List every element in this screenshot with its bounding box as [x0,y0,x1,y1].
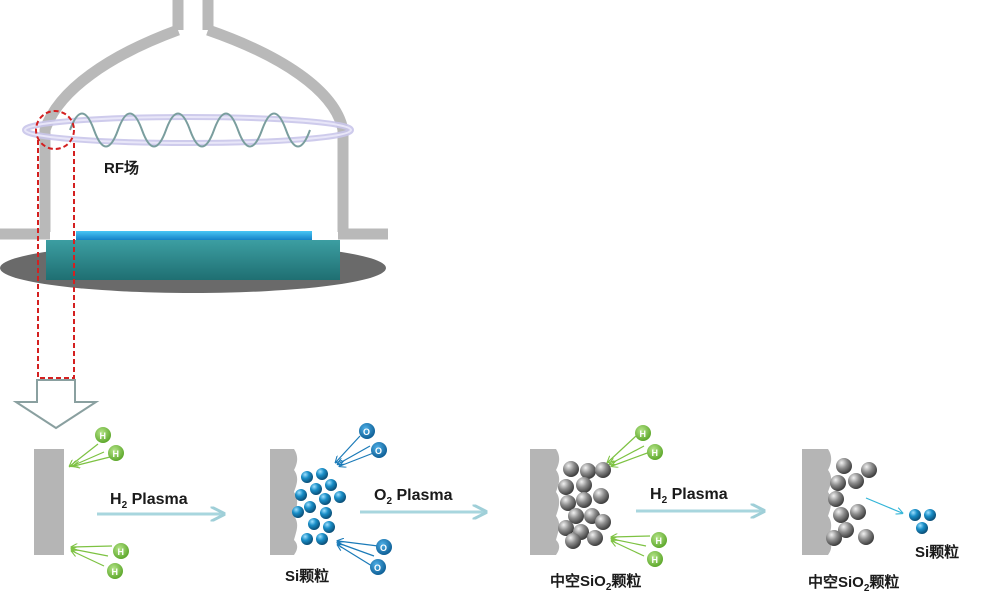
oxygen-atom [370,559,386,575]
sio2-particle-cluster [826,458,877,546]
gas-inlet-tube [172,0,214,30]
rf-wave [69,112,311,148]
hydrogen-atom-label: H [118,547,125,557]
substrate-1 [34,449,64,555]
oxygen-atom-label: O [380,543,387,553]
zoom-highlight [12,110,100,430]
hydrogen-atom [647,551,663,567]
hydrogen-atom [107,563,123,579]
oxygen-atom-label: O [375,446,382,456]
hydrogen-atom-label: H [652,555,659,565]
stage-1-bare-substrate: H H H H [34,427,129,579]
hydrogen-atom [113,543,129,559]
si-particle-cluster [292,468,346,545]
hydrogen-atom-label: H [640,429,647,439]
hydrogen-atom [647,444,663,460]
plasma-label-1: H2 Plasma [110,491,188,511]
zoom-circle [35,110,75,150]
released-si-particles [909,509,936,534]
si-particles-label-2: Si颗粒 [915,543,959,561]
stage-body [46,240,340,280]
hydrogen-atom-label: H [112,567,119,577]
substrate-3 [530,449,560,555]
hydrogen-atom-label: H [113,449,120,459]
stage-wafer [76,231,312,240]
plasma-label-2: O2 Plasma [374,487,453,507]
sio2-particle-cluster [558,461,611,549]
hydrogen-atom-label: H [100,431,107,441]
oxygen-atom-label: O [374,563,381,573]
substrate-2 [270,449,298,555]
hollow-sio2-label-2: 中空SiO2颗粒 [808,573,899,594]
hydrogen-atom-label: H [656,536,663,546]
release-arrow [865,497,902,513]
hollow-sio2-label-1: 中空SiO2颗粒 [550,572,641,593]
stage-3-hollow-sio2: H H H H [530,425,667,567]
hydrogen-atom [108,445,124,461]
zoom-guide-lines [37,140,75,379]
rf-field-label: RF场 [104,160,139,177]
oxygen-atom [371,442,387,458]
substrate-4 [802,449,832,555]
hydrogen-atom [651,532,667,548]
chamber-dome [39,24,349,232]
hydrogen-atom [635,425,651,441]
stage-4-result [802,449,936,555]
oxygen-atom-label: O [363,427,370,437]
si-particles-label-1: Si颗粒 [285,567,329,585]
rf-coil [22,112,354,148]
oxygen-atom [359,423,375,439]
substrate-stage [0,231,386,293]
hydrogen-atom-label: H [652,448,659,458]
hydrogen-atom [95,427,111,443]
oxygen-atom [376,539,392,555]
hollow-down-arrow-icon [12,379,100,430]
plasma-label-3: H2 Plasma [650,486,728,506]
stage-2-si-particles: O O O O [270,423,392,575]
